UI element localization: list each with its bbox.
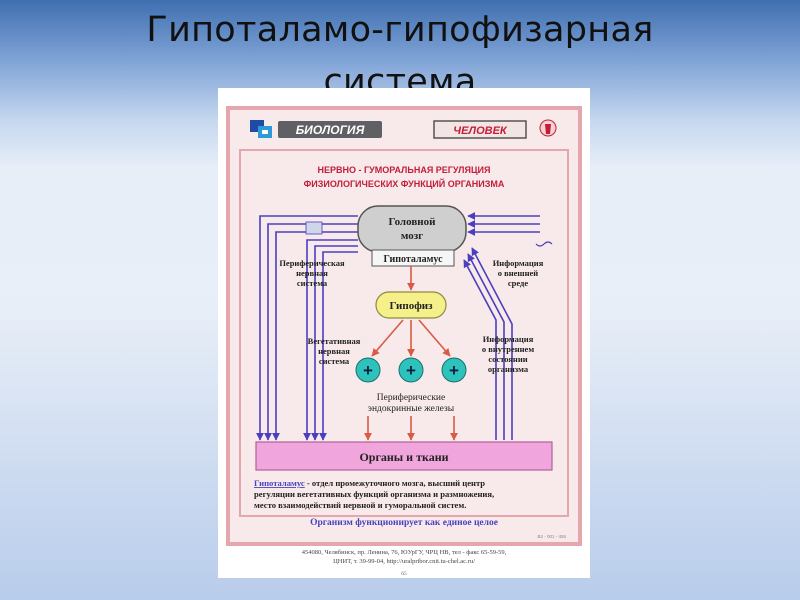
internal-info-lines bbox=[463, 247, 513, 440]
external-info-lines bbox=[467, 212, 553, 247]
definition-line3: место взаимодействий нервной и гуморальн… bbox=[254, 500, 466, 510]
gland-plus-2: + bbox=[398, 357, 424, 383]
pituitary-node bbox=[375, 291, 447, 319]
poster-code: B2 - 001 - 455 bbox=[537, 534, 566, 539]
glands-to-organs-arrows bbox=[364, 416, 458, 441]
external-info-label: Информация о внешней среде bbox=[493, 258, 544, 288]
biology-logo-icon bbox=[250, 120, 272, 138]
svg-text:состоянии: состоянии bbox=[488, 354, 527, 364]
subject-badge bbox=[278, 121, 382, 138]
slide-title: Гипоталамо-гипофизарная система bbox=[0, 4, 800, 108]
hypothalamus-label: Гипоталамус bbox=[383, 254, 443, 265]
vegetative-ns-lines bbox=[303, 239, 358, 441]
internal-info-label: Информация о внутреннем состоянии органи… bbox=[482, 334, 534, 374]
definition-term: Гипоталамус bbox=[254, 478, 305, 488]
svg-text:+: + bbox=[363, 361, 373, 380]
topic-box bbox=[433, 120, 527, 139]
brain-label-line2: мозг bbox=[401, 230, 423, 242]
svg-text:Информация: Информация bbox=[493, 258, 544, 268]
page-number: 65 bbox=[401, 571, 407, 577]
glands-label-line2: эндокринные железы bbox=[368, 404, 455, 414]
brain-label-line1: Головной bbox=[389, 216, 437, 228]
poster-svg: БИОЛОГИЯ ЧЕЛОВЕК НЕРВНО - ГУМОРАЛЬНАЯ РЕ… bbox=[218, 88, 590, 578]
conclusion-text: Организм функционирует как единое целое bbox=[310, 517, 498, 528]
svg-text:нервная: нервная bbox=[296, 268, 328, 278]
definition-text: Гипоталамус - отдел промежуточного мозга… bbox=[254, 478, 494, 510]
svg-text:Периферическая: Периферическая bbox=[279, 258, 345, 268]
gland-plus-1: + bbox=[355, 357, 381, 383]
organs-label: Органы и ткани bbox=[359, 450, 448, 464]
organs-node bbox=[255, 441, 553, 471]
svg-text:система: система bbox=[319, 356, 350, 366]
svg-text:система: система bbox=[297, 278, 328, 288]
svg-text:Вегетативная: Вегетативная bbox=[308, 336, 361, 346]
slide-title-line1: Гипоталамо-гипофизарная bbox=[146, 10, 654, 50]
glands-label-line1: Периферические bbox=[377, 392, 445, 403]
junction-marker bbox=[305, 221, 323, 235]
hypothalamus-node bbox=[371, 249, 455, 267]
footer-line1: 454080, Челябинск, пр. Ленина, 76, ЮУрГУ… bbox=[302, 549, 507, 556]
definition-line1: - отдел промежуточного мозга, высший цен… bbox=[305, 478, 486, 488]
inner-frame bbox=[239, 149, 569, 517]
gland-plus-3: + bbox=[441, 357, 467, 383]
svg-text:среде: среде bbox=[508, 278, 528, 288]
svg-text:организма: организма bbox=[488, 364, 529, 374]
human-figure-icon bbox=[539, 119, 557, 137]
peripheral-ns-lines bbox=[256, 215, 358, 441]
pituitary-to-glands-arrows bbox=[371, 319, 451, 357]
brain-node bbox=[357, 205, 467, 253]
heading-line1: НЕРВНО - ГУМОРАЛЬНАЯ РЕГУЛЯЦИЯ bbox=[318, 165, 491, 175]
svg-text:Информация: Информация bbox=[483, 334, 534, 344]
heading-line2: ФИЗИОЛОГИЧЕСКИХ ФУНКЦИЙ ОРГАНИЗМА bbox=[304, 178, 505, 189]
svg-text:нервная: нервная bbox=[318, 346, 350, 356]
subject-label: БИОЛОГИЯ bbox=[296, 123, 365, 137]
svg-text:+: + bbox=[406, 361, 416, 380]
poster-frame bbox=[226, 106, 582, 546]
poster-header: БИОЛОГИЯ ЧЕЛОВЕК bbox=[250, 119, 557, 139]
svg-text:о внутреннем: о внутреннем bbox=[482, 344, 534, 354]
svg-text:+: + bbox=[449, 361, 459, 380]
pituitary-label: Гипофиз bbox=[389, 300, 433, 312]
definition-line2: регуляции вегетативных функций организма… bbox=[254, 489, 494, 499]
svg-text:о внешней: о внешней bbox=[498, 268, 538, 278]
footer-line2: ЦНИТ, т. 39-99-04, http://uralpribor.cni… bbox=[333, 558, 475, 565]
peripheral-ns-label: Периферическая нервная система bbox=[279, 258, 345, 288]
topic-label: ЧЕЛОВЕК bbox=[453, 125, 508, 137]
vegetative-ns-label: Вегетативная нервная система bbox=[308, 336, 361, 366]
svg-text:Гипоталамус - отдел промежуточ: Гипоталамус - отдел промежуточного мозга… bbox=[254, 478, 485, 488]
poster-image: БИОЛОГИЯ ЧЕЛОВЕК НЕРВНО - ГУМОРАЛЬНАЯ РЕ… bbox=[218, 88, 590, 578]
